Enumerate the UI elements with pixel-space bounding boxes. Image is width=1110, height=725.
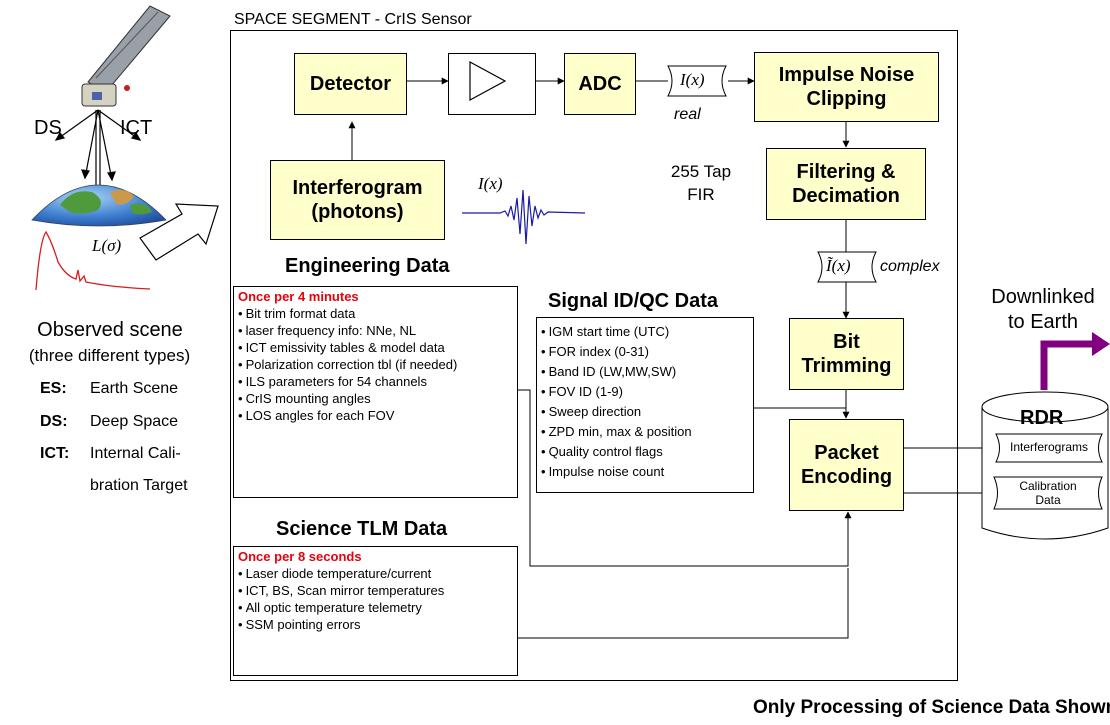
- interferogram-trace: [462, 189, 586, 245]
- list-item: ILS parameters for 54 channels: [238, 373, 517, 390]
- scene-type-row: bration Target: [90, 477, 188, 494]
- interferograms-output-label: Interferograms: [1009, 440, 1089, 454]
- fir-tap-label: 255 Tap FIR: [670, 162, 732, 204]
- list-item: Bit trim format data: [238, 305, 517, 322]
- list-item: CrIS mounting angles: [238, 390, 517, 407]
- list-item: SSM pointing errors: [238, 616, 517, 633]
- list-item: Quality control flags: [541, 442, 753, 462]
- list-item: FOR index (0-31): [541, 342, 753, 362]
- list-item: Sweep direction: [541, 402, 753, 422]
- downlink-label: Downlinked to Earth: [991, 286, 1095, 333]
- real-label: real: [674, 106, 701, 123]
- earth-icon: [31, 184, 167, 227]
- downlink-arrow: [1040, 340, 1096, 390]
- adc-block: ADC: [564, 53, 636, 115]
- list-item: Polarization correction tbl (if needed): [238, 356, 517, 373]
- complex-signal-label: Ĩ(x): [826, 256, 851, 275]
- radiance-label: L(σ): [92, 236, 122, 255]
- complex-label: complex: [880, 258, 940, 275]
- science-tlm-title: Science TLM Data: [276, 518, 448, 540]
- amplifier-icon: [469, 60, 507, 102]
- science-tlm-list: Laser diode temperature/current ICT, BS,…: [234, 565, 517, 633]
- interferogram-signal-label: I(x): [478, 174, 503, 193]
- interferograms-doc: [995, 433, 1103, 463]
- list-item: ZPD min, max & position: [541, 422, 753, 442]
- complex-signal-tag: [817, 251, 877, 283]
- signal-qc-panel: IGM start time (UTC) FOR index (0-31) Ba…: [536, 317, 754, 493]
- list-item: Band ID (LW,MW,SW): [541, 362, 753, 382]
- engineering-data-title: Engineering Data: [285, 255, 450, 277]
- ds-label: DS: [34, 117, 62, 139]
- calibration-doc: [993, 476, 1103, 510]
- space-segment-title: SPACE SEGMENT - CrIS Sensor: [234, 11, 472, 28]
- observed-scene-subtitle: (three different types): [28, 346, 191, 365]
- list-item: Laser diode temperature/current: [238, 565, 517, 582]
- observed-scene-title: Observed scene: [37, 319, 183, 341]
- list-item: laser frequency info: NNe, NL: [238, 322, 517, 339]
- engineering-data-panel: Once per 4 minutes Bit trim format data …: [233, 286, 518, 498]
- list-item: ICT emissivity tables & model data: [238, 339, 517, 356]
- scene-type-row: ICT:Internal Cali-: [40, 445, 181, 462]
- real-signal-tag: [667, 65, 727, 97]
- signal-qc-list: IGM start time (UTC) FOR index (0-31) Ba…: [537, 322, 753, 482]
- signal-qc-title: Signal ID/QC Data: [548, 290, 719, 312]
- list-item: All optic temperature telemetry: [238, 599, 517, 616]
- ict-label: ICT: [120, 117, 153, 139]
- engineering-frequency: Once per 4 minutes: [238, 289, 359, 304]
- tilde-icon: Ĩ: [826, 256, 832, 275]
- detector-block: Detector: [294, 53, 407, 115]
- calibration-output-label: Calibration Data: [1019, 479, 1077, 507]
- view-direction-lines: [54, 109, 142, 190]
- observation-scene-figure: [31, 5, 171, 291]
- filtering-decimation-block: Filtering &Decimation: [766, 148, 926, 220]
- satellite-icon: [81, 5, 171, 107]
- list-item: Impulse noise count: [541, 462, 753, 482]
- list-item: LOS angles for each FOV: [238, 407, 517, 424]
- rdr-title: RDR: [1020, 407, 1064, 429]
- list-item: IGM start time (UTC): [541, 322, 753, 342]
- input-arrow-icon: [139, 203, 219, 261]
- real-signal-label: I(x): [680, 70, 705, 89]
- science-tlm-panel: Once per 8 seconds Laser diode temperatu…: [233, 546, 518, 676]
- footer-note: Only Processing of Science Data Shown: [753, 697, 1110, 718]
- scene-type-row: DS:Deep Space: [40, 413, 179, 430]
- space-segment-frame: [230, 30, 958, 681]
- spectrum-curve: [35, 230, 151, 291]
- engineering-data-list: Bit trim format data laser frequency inf…: [234, 305, 517, 424]
- list-item: ICT, BS, Scan mirror temperatures: [238, 582, 517, 599]
- interferogram-block: Interferogram(photons): [270, 160, 445, 240]
- science-tlm-frequency: Once per 8 seconds: [238, 549, 362, 564]
- amplifier-block: [448, 53, 536, 115]
- scene-type-row: ES:Earth Scene: [40, 380, 179, 397]
- list-item: FOV ID (1-9): [541, 382, 753, 402]
